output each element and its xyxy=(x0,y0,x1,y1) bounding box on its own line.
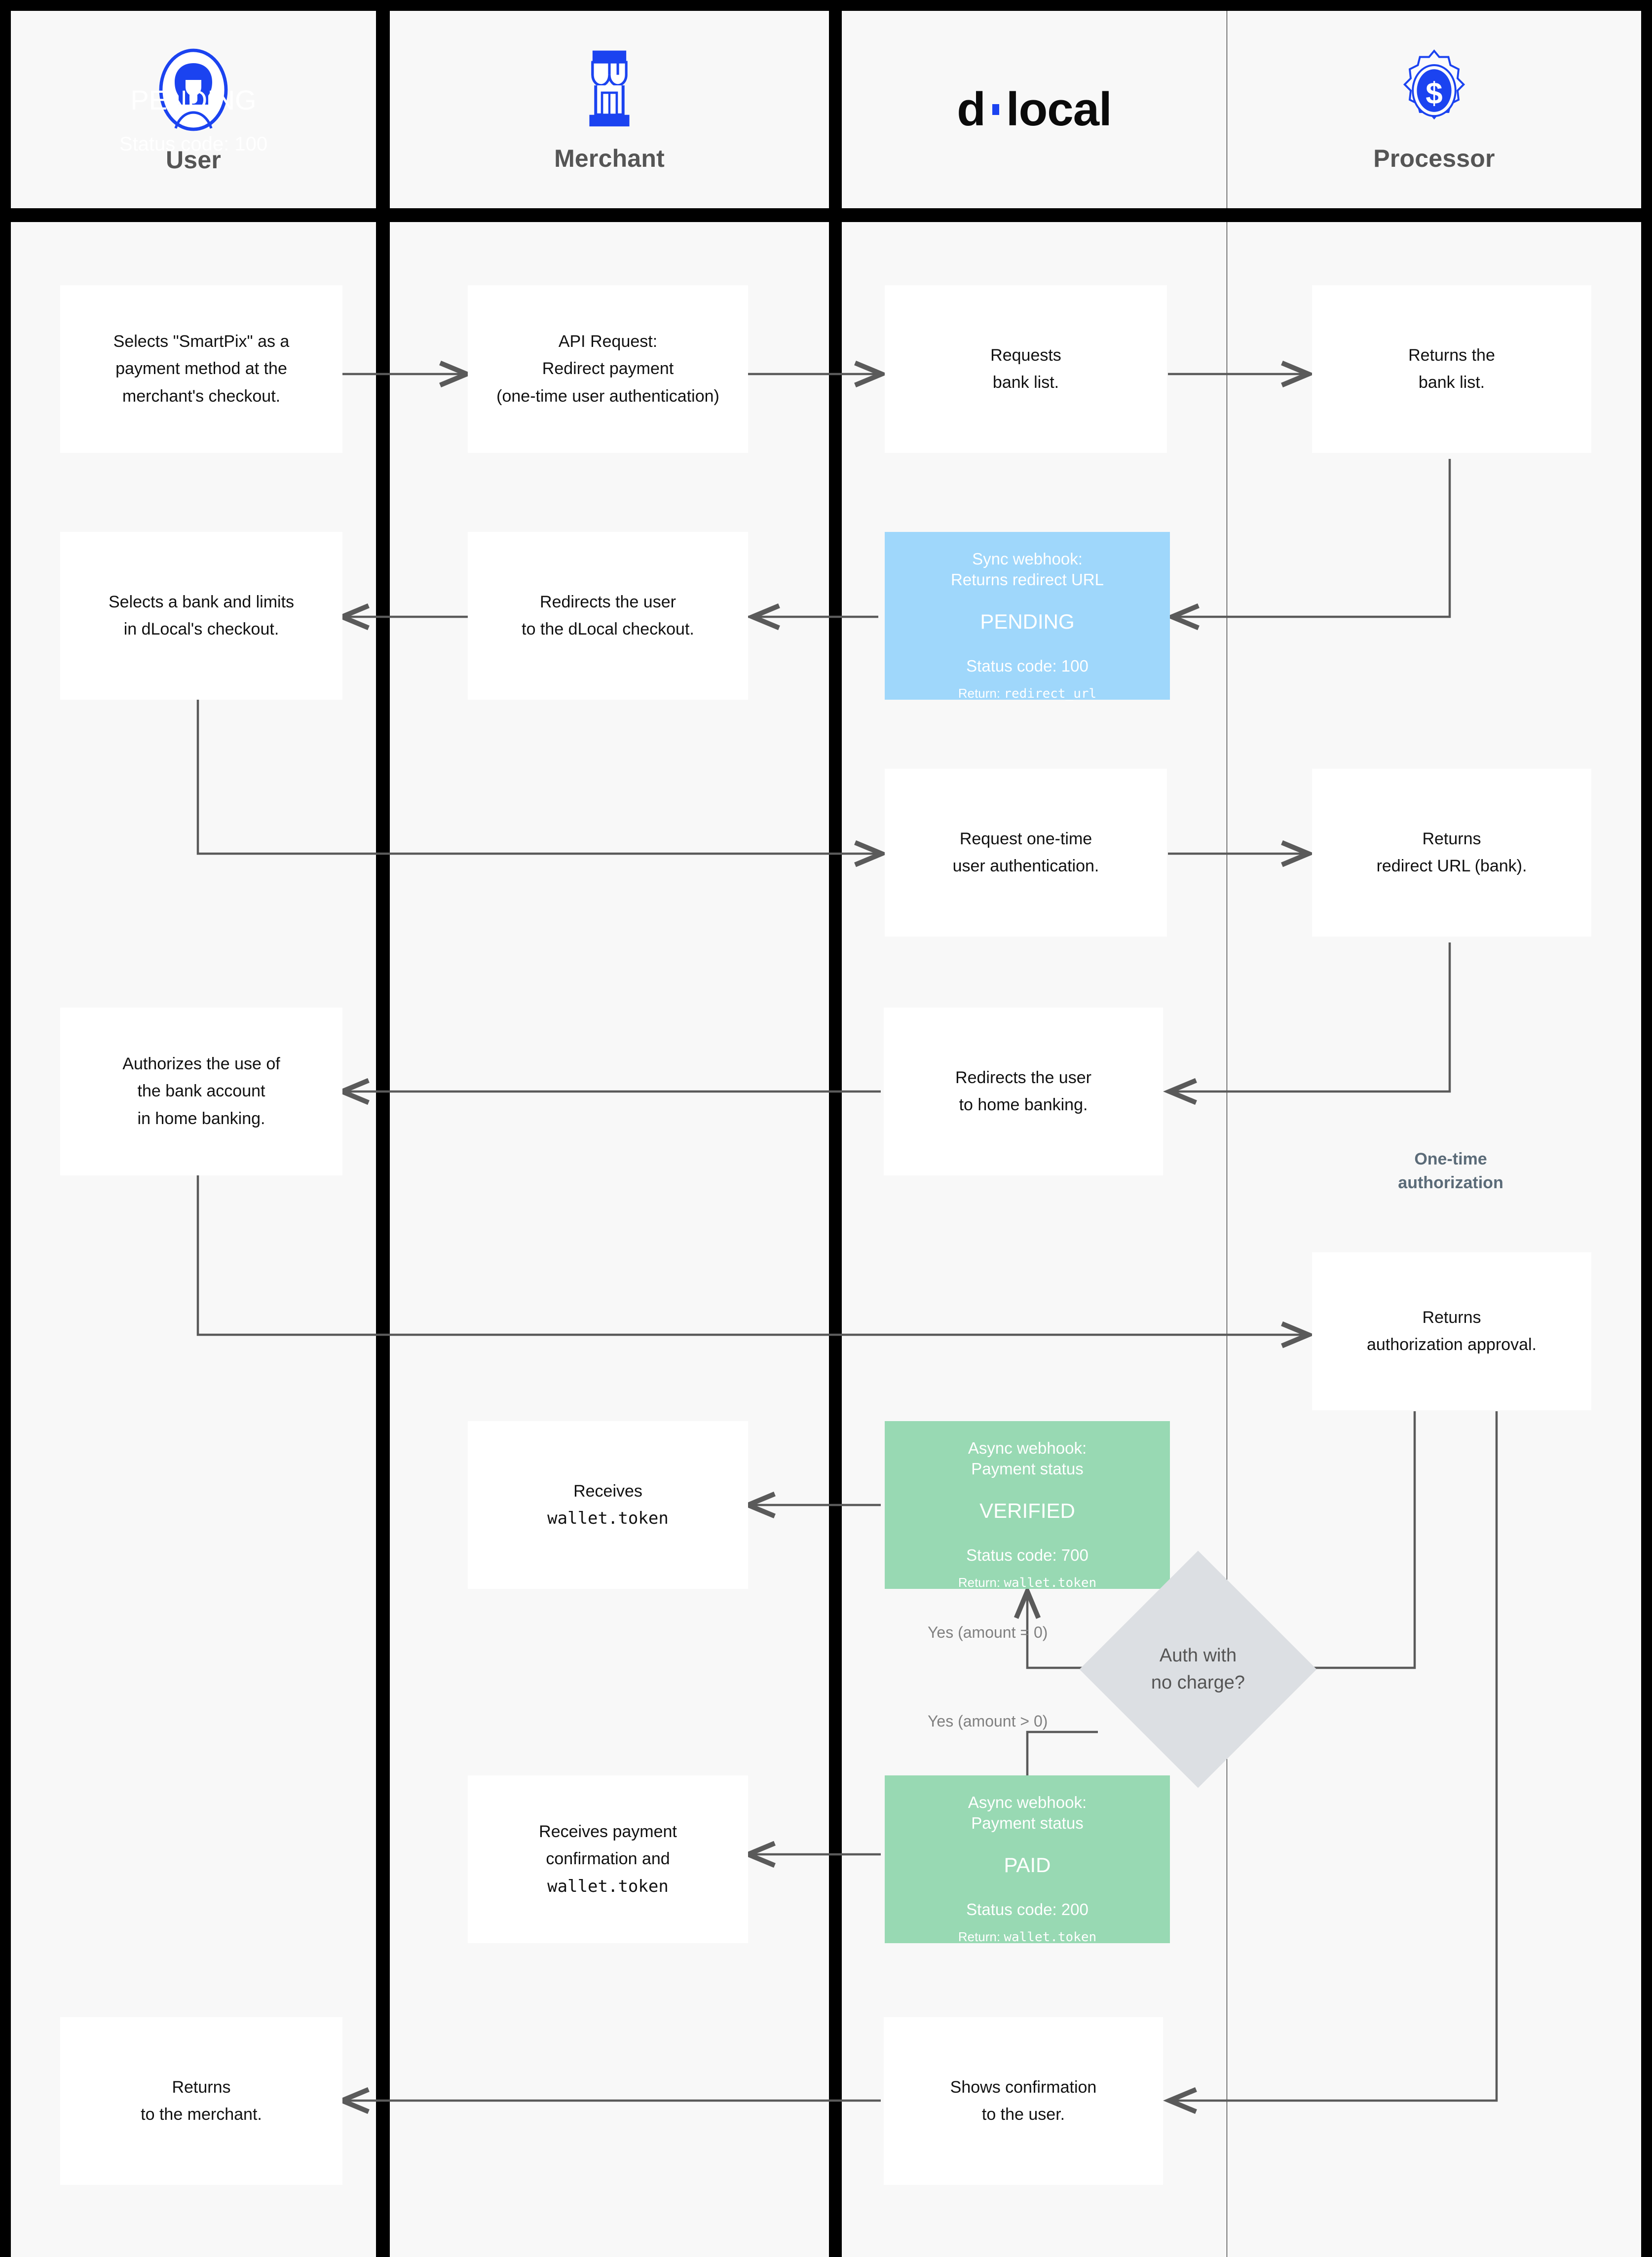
node-line: confirmation and xyxy=(546,1849,670,1869)
lane-title-user: User xyxy=(166,146,221,174)
lane-title-merchant: Merchant xyxy=(554,145,665,172)
node-line: Returns xyxy=(172,2077,231,2097)
node-line: in dLocal's checkout. xyxy=(123,620,279,639)
node-line: the bank account xyxy=(137,1082,265,1101)
node-line-mono: wallet.token xyxy=(547,1876,669,1896)
node-dlocal-async-webhook-verified[interactable]: Async webhook: Payment status VERIFIED S… xyxy=(885,1421,1170,1590)
node-line: Requests xyxy=(990,345,1061,365)
webhook-status-code: Status code: 100 xyxy=(966,656,1089,675)
shop-storefront-icon xyxy=(572,46,646,135)
node-line: to the dLocal checkout. xyxy=(522,620,694,639)
node-line: Returns the xyxy=(1408,345,1495,365)
node-line: (one-time user authentication) xyxy=(496,386,719,406)
node-line: Redirects the user xyxy=(540,592,676,611)
edge-label-yes-amount-positive: Yes (amount > 0) xyxy=(928,1712,1048,1730)
node-line: Request one-time xyxy=(959,829,1092,848)
node-dlocal-sync-webhook-pending[interactable]: Sync webhook: Returns redirect URL PENDI… xyxy=(885,532,1170,701)
webhook-return-label: Return: xyxy=(958,685,1004,701)
lane-body-processor xyxy=(1227,222,1641,2257)
webhook-return-value: redirect_url xyxy=(1004,686,1097,701)
node-line: Selects a bank and limits xyxy=(108,592,295,611)
node-line: merchant's checkout. xyxy=(122,386,281,406)
node-dlocal-requests-bank-list[interactable]: Requests bank list. xyxy=(885,285,1167,453)
node-processor-returns-bank-list[interactable]: Returns the bank list. xyxy=(1312,285,1591,453)
node-line: Shows confirmation xyxy=(950,2077,1097,2097)
node-dlocal-shows-confirmation[interactable]: Shows confirmation to the user. xyxy=(884,2017,1163,2185)
node-line: in home banking. xyxy=(137,1109,265,1128)
node-line-mono: wallet.token xyxy=(547,1508,669,1528)
node-merchant-receives-wallet-token[interactable]: Receives wallet.token xyxy=(468,1421,748,1589)
lane-body-dlocal xyxy=(842,222,1227,2257)
webhook-title-line-2: Returns redirect URL xyxy=(951,570,1104,589)
webhook-return: Return: wallet.token xyxy=(958,1926,1096,1948)
note-one-time-authorization: One-time authorization xyxy=(1398,1150,1503,1192)
node-merchant-receives-payment-confirmation[interactable]: Receives payment confirmation and wallet… xyxy=(468,1775,748,1943)
user-avatar-icon xyxy=(154,45,233,137)
node-line: Returns xyxy=(1422,1308,1481,1327)
lane-body-user xyxy=(11,222,376,2257)
dlocal-logo: d local xyxy=(957,82,1112,137)
webhook-title-line-2: Payment status xyxy=(971,1814,1084,1833)
webhook-status-badge: VERIFIED xyxy=(979,1499,1075,1523)
dlocal-logo-d: d xyxy=(957,83,986,136)
node-line: Redirects the user xyxy=(955,1068,1091,1087)
node-line: Receives payment xyxy=(539,1822,677,1842)
node-merchant-api-request[interactable]: API Request: Redirect payment (one-time … xyxy=(468,285,748,453)
node-line: bank list. xyxy=(1418,373,1485,392)
dlocal-logo-dot xyxy=(992,104,999,115)
node-dlocal-request-one-time-auth[interactable]: Request one-time user authentication. xyxy=(885,769,1167,937)
node-line: Returns xyxy=(1422,829,1481,848)
node-line: payment method at the xyxy=(115,359,287,378)
svg-text:$: $ xyxy=(1426,76,1442,111)
node-decision-auth-no-charge[interactable]: Auth with no charge? xyxy=(1079,1550,1317,1788)
node-line: Receives xyxy=(573,1481,642,1501)
node-line: API Request: xyxy=(558,332,658,351)
node-user-authorizes-bank-account[interactable]: Authorizes the use of the bank account i… xyxy=(60,1008,342,1175)
lane-title-processor: Processor xyxy=(1373,145,1495,172)
node-line: authorization approval. xyxy=(1366,1335,1537,1354)
webhook-status-badge: PENDING xyxy=(980,610,1075,634)
webhook-return-value: wallet.token xyxy=(1004,1575,1097,1590)
node-line: to home banking. xyxy=(959,1095,1088,1114)
dlocal-logo-local: local xyxy=(1006,83,1112,136)
webhook-title-line-2: Payment status xyxy=(971,1460,1084,1478)
webhook-return-label: Return: xyxy=(958,1929,1004,1944)
node-line: user authentication. xyxy=(952,857,1099,875)
node-processor-returns-auth-approval[interactable]: Returns authorization approval. xyxy=(1312,1252,1591,1410)
node-line: to the user. xyxy=(981,2105,1065,2124)
node-line: to the merchant. xyxy=(141,2105,262,2124)
webhook-status-code: Status code: 200 xyxy=(966,1900,1089,1918)
node-user-selects-smartpix[interactable]: Selects "SmartPix" as a payment method a… xyxy=(60,285,342,453)
lane-header-user: PENDING Status code: 100 User xyxy=(11,11,376,208)
node-dlocal-redirects-home-banking[interactable]: Redirects the user to home banking. xyxy=(884,1008,1163,1175)
webhook-return-value: wallet.token xyxy=(1004,1929,1097,1945)
lane-header-dlocal: d local xyxy=(842,11,1227,208)
node-line: bank list. xyxy=(992,373,1059,392)
webhook-title-line-1: Async webhook: xyxy=(968,1793,1087,1811)
node-line: Authorizes the use of xyxy=(122,1054,280,1074)
webhook-title-line-1: Sync webhook: xyxy=(972,550,1083,568)
gear-dollar-icon: $ xyxy=(1393,46,1475,135)
node-line: Auth with xyxy=(1159,1645,1237,1666)
webhook-return: Return: wallet.token xyxy=(958,1572,1096,1593)
edge-label-yes-amount-zero: Yes (amount = 0) xyxy=(928,1623,1048,1641)
lane-body-merchant xyxy=(390,222,829,2257)
lane-header-processor: $ Processor xyxy=(1227,11,1641,208)
lane-header-merchant: Merchant xyxy=(390,11,829,208)
webhook-return: Return: redirect_url xyxy=(958,683,1096,704)
webhook-status-badge: PAID xyxy=(1004,1853,1051,1877)
node-line: Selects "SmartPix" as a xyxy=(113,332,290,351)
node-dlocal-async-webhook-paid[interactable]: Async webhook: Payment status PAID Statu… xyxy=(885,1775,1170,1945)
node-user-returns-to-merchant[interactable]: Returns to the merchant. xyxy=(60,2017,342,2185)
node-line: redirect URL (bank). xyxy=(1376,857,1527,875)
node-line: no charge? xyxy=(1151,1672,1245,1693)
node-line: Redirect payment xyxy=(542,359,674,378)
node-merchant-redirects-user[interactable]: Redirects the user to the dLocal checkou… xyxy=(468,532,748,700)
webhook-status-code: Status code: 700 xyxy=(966,1545,1089,1564)
node-processor-returns-redirect-url[interactable]: Returns redirect URL (bank). xyxy=(1312,769,1591,937)
webhook-title-line-1: Async webhook: xyxy=(968,1439,1087,1457)
node-user-selects-bank[interactable]: Selects a bank and limits in dLocal's ch… xyxy=(60,532,342,700)
webhook-return-label: Return: xyxy=(958,1575,1004,1590)
diamond-label: Auth with no charge? xyxy=(1151,1642,1245,1696)
